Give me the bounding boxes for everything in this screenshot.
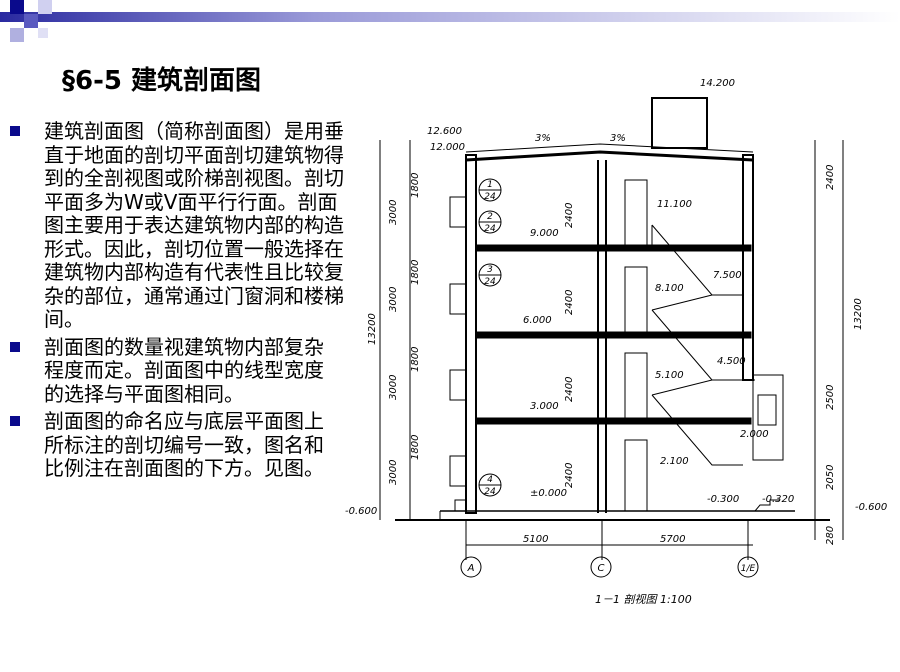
elevation-label: 3.000	[530, 401, 559, 412]
slide-title: §6-5 建筑剖面图	[62, 66, 262, 96]
elevation-label: 5.100	[655, 370, 684, 381]
dimension-label: 2050	[825, 465, 836, 490]
detail-sheet: 24	[484, 277, 496, 287]
detail-sheet: 24	[484, 487, 496, 497]
dimension-label: 280	[825, 526, 836, 545]
dimension-label: 1800	[410, 435, 421, 460]
detail-number: 2	[487, 212, 493, 222]
elevation-label: 11.100	[657, 199, 692, 210]
dimension-label: 3000	[388, 460, 399, 485]
bullet-text: 剖面图的命名应与底层平面图上所标注的剖切编号一致，图名和比例注在剖面图的下方。见…	[44, 409, 324, 480]
span-dimension: 5100	[523, 534, 548, 545]
square-bullet-icon	[10, 341, 20, 352]
dimension-label: 3000	[388, 200, 399, 225]
dimension-label: 2400	[564, 203, 575, 228]
elevation-label: -0.300	[707, 494, 739, 505]
elevation-label: 2.000	[740, 429, 769, 440]
bullet-text: 剖面图的数量视建筑物内部复杂程度而定。剖面图中的线型宽度的选择与平面图相同。	[44, 334, 324, 406]
dimension-label: 2400	[564, 463, 575, 488]
drawing-caption: 1－1 剖视图 1:100	[595, 593, 692, 606]
detail-number: 1	[487, 180, 493, 190]
bullet-item: 建筑剖面图（简称剖面图）是用垂直于地面的剖切平面剖切建筑物得到的全剖视图或阶梯剖…	[10, 119, 344, 332]
dimension-label: 1800	[410, 260, 421, 285]
elevation-label: 2.100	[660, 456, 689, 467]
span-dimension: 5700	[660, 534, 685, 545]
dimension-label: 2400	[564, 377, 575, 402]
dimension-label: 2400	[825, 165, 836, 190]
dimension-label: 3000	[388, 375, 399, 400]
title-decoration-band	[0, 0, 900, 42]
square-bullet-icon	[10, 416, 20, 426]
dimension-label: 2500	[825, 385, 836, 410]
dimension-label: 3000	[388, 287, 399, 312]
elevation-label: -0.600	[855, 502, 887, 513]
elevation-label: 12.000	[430, 142, 465, 153]
dimension-label: 2400	[564, 290, 575, 315]
elevation-label: -0.600	[345, 506, 377, 517]
detail-number: 4	[487, 475, 493, 485]
square-bullet-icon	[10, 126, 20, 136]
slope-label: 3%	[535, 133, 551, 144]
bullet-list: 建筑剖面图（简称剖面图）是用垂直于地面的剖切平面剖切建筑物得到的全剖视图或阶梯剖…	[10, 119, 345, 485]
elevation-label: 8.100	[655, 283, 684, 294]
elevation-label: 6.000	[523, 315, 552, 326]
dimension-label: 1800	[410, 347, 421, 372]
bullet-item: 剖面图的命名应与底层平面图上所标注的剖切编号一致，图名和比例注在剖面图的下方。见…	[10, 409, 324, 481]
detail-sheet: 24	[484, 192, 496, 202]
axis-label: C	[598, 563, 605, 574]
elevation-label: 9.000	[530, 228, 559, 239]
section-drawing: 1 24 2 24 3 24 4 24 14.200 12.600 12.000…	[345, 78, 887, 606]
dimension-label: 13200	[853, 298, 864, 330]
elevation-label: 7.500	[713, 270, 742, 281]
elevation-label: -0.320	[762, 494, 794, 505]
bullet-text: 建筑剖面图（简称剖面图）是用垂直于地面的剖切平面剖切建筑物得到的全剖视图或阶梯剖…	[44, 119, 344, 331]
elevation-label: 12.600	[427, 126, 462, 137]
slope-label: 3%	[610, 133, 626, 144]
axis-label: A	[467, 563, 475, 574]
bullet-item: 剖面图的数量视建筑物内部复杂程度而定。剖面图中的线型宽度的选择与平面图相同。	[10, 334, 324, 407]
dimension-label: 13200	[367, 313, 378, 345]
elevation-label: ±0.000	[530, 488, 567, 499]
dimension-label: 1800	[410, 173, 421, 198]
detail-sheet: 24	[484, 224, 496, 234]
elevation-label: 4.500	[717, 356, 746, 367]
elevation-label: 14.200	[700, 78, 735, 89]
axis-label: 1/E	[741, 564, 756, 574]
detail-number: 3	[487, 265, 493, 275]
